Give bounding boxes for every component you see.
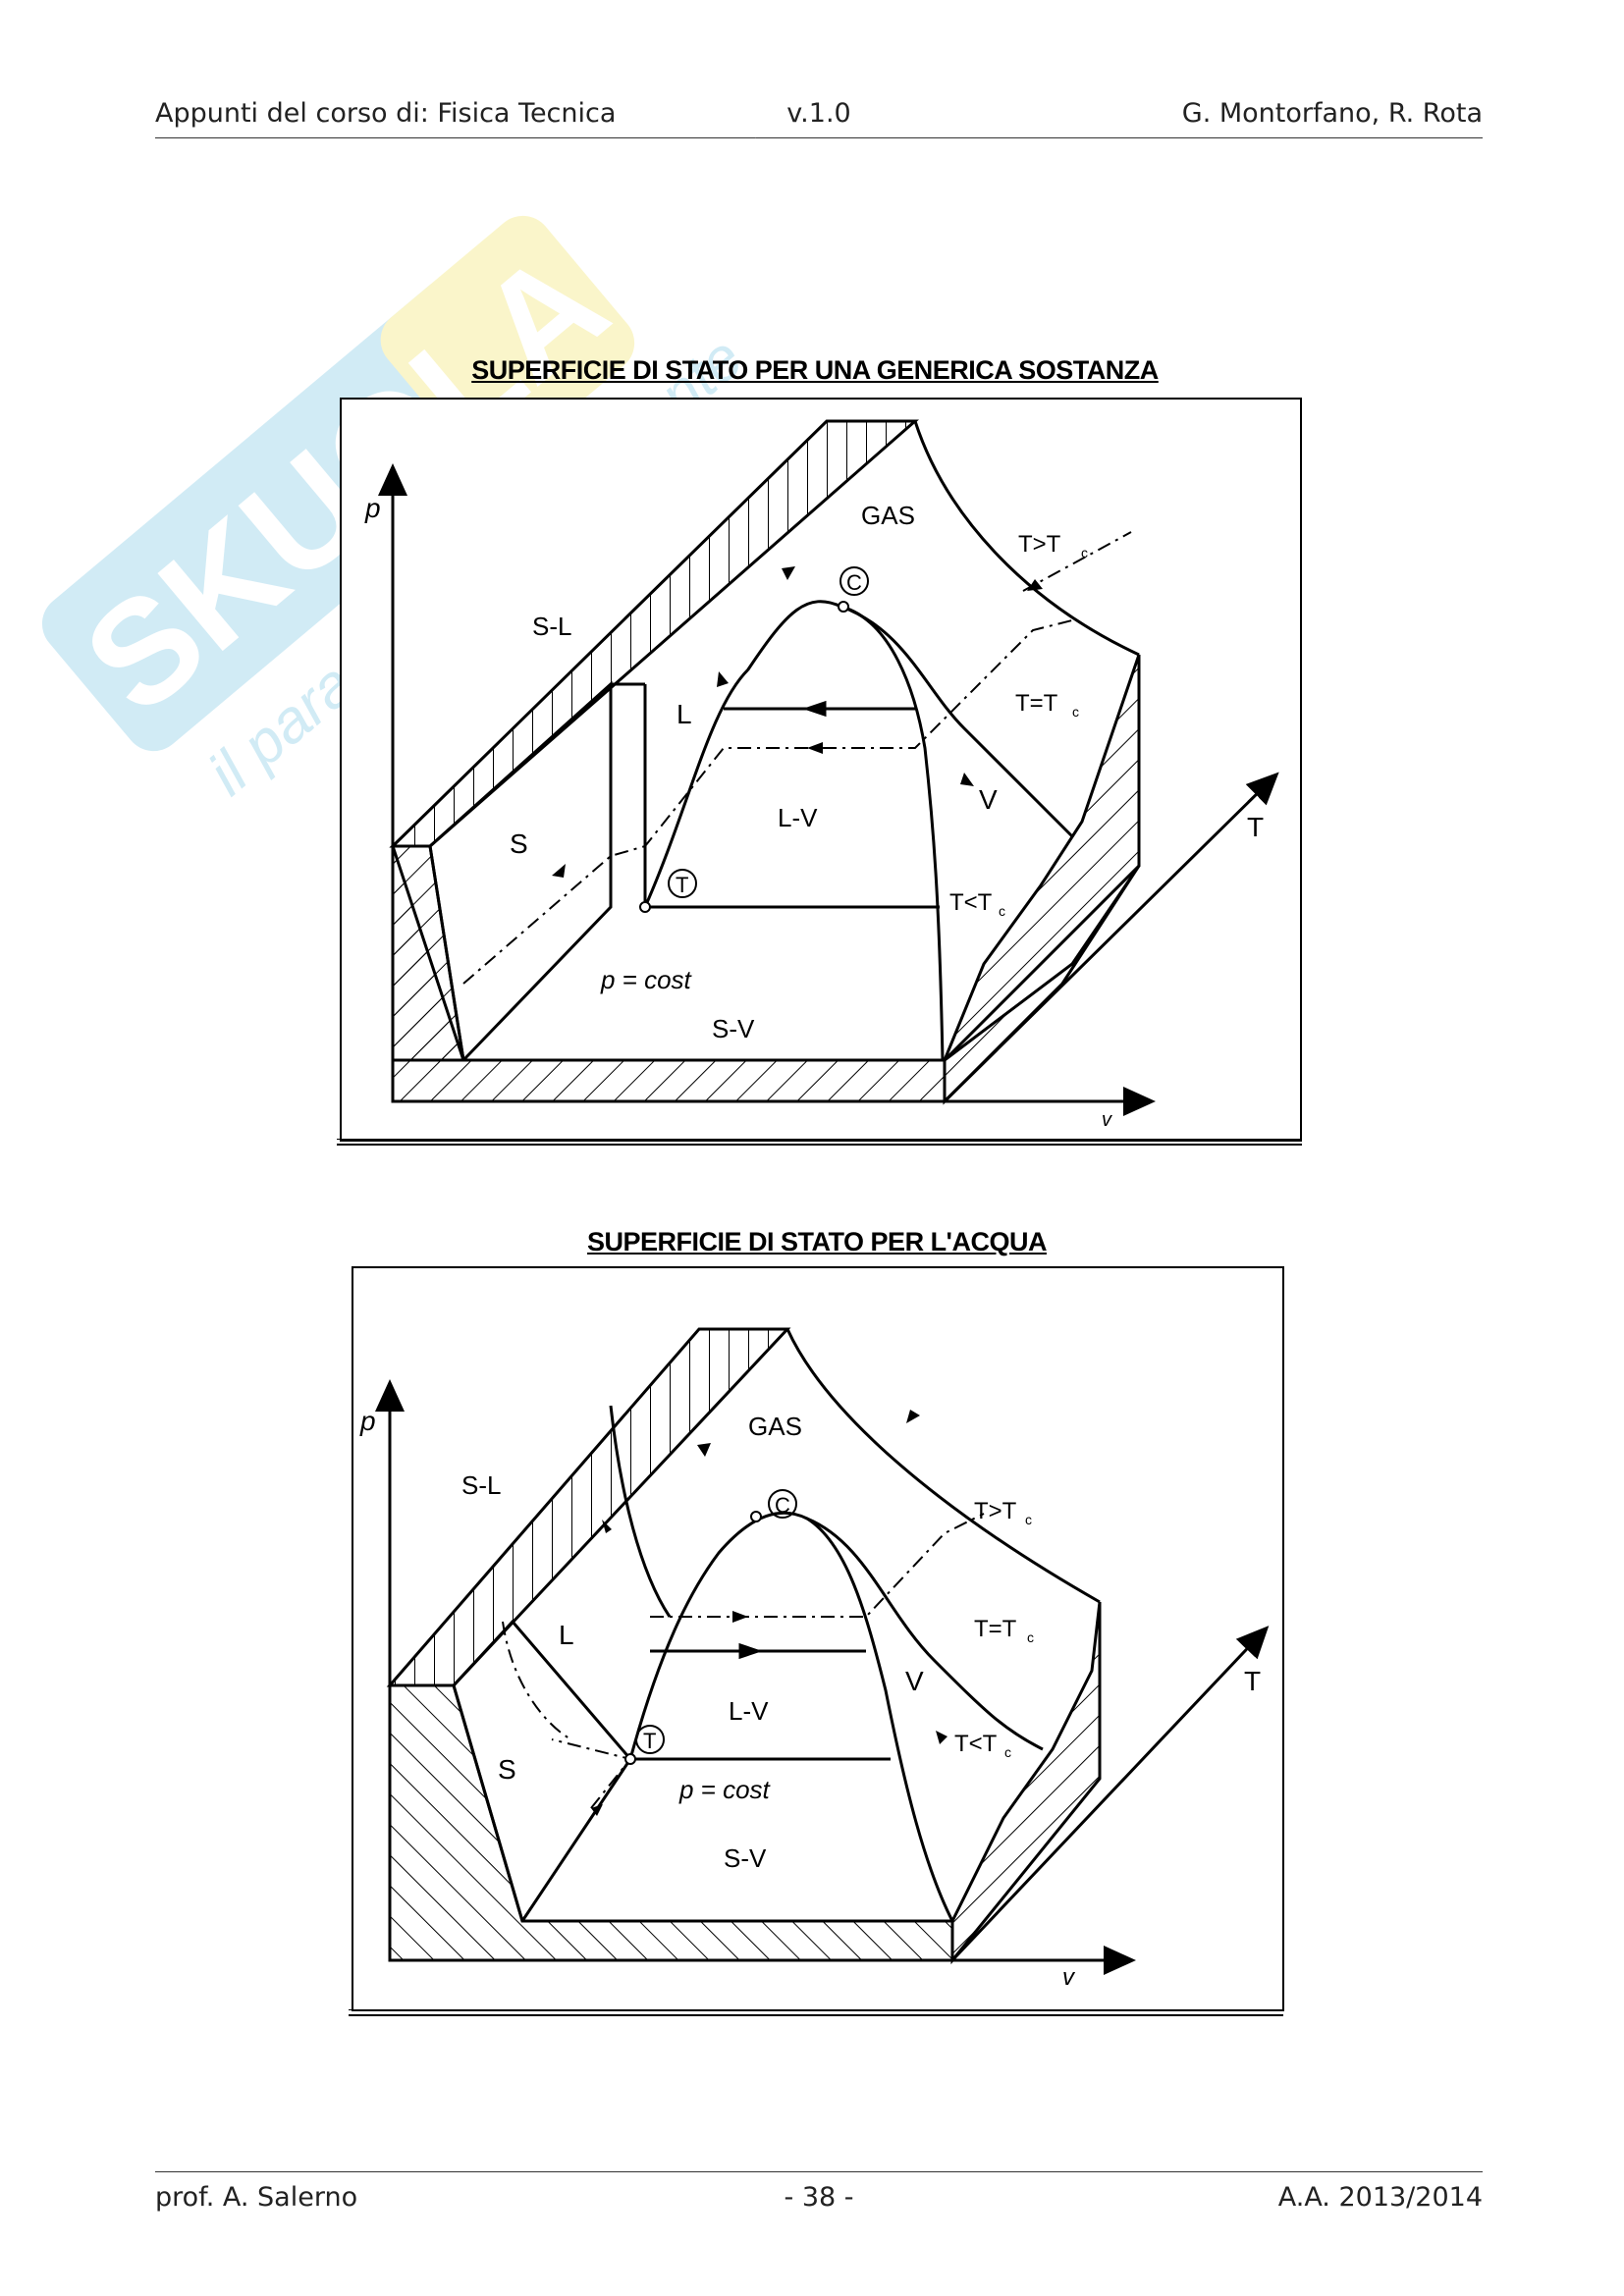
fig2-T-axis	[950, 1626, 1270, 1962]
svg-text:c: c	[1004, 1744, 1011, 1760]
fig1-triple-point	[639, 901, 651, 913]
footer-academic-year: A.A. 2013/2014	[1277, 2182, 1483, 2213]
fig2-saturation-dome	[628, 1511, 954, 1922]
fig2-label-sv: S-V	[724, 1843, 767, 1873]
footer-page-number: - 38 -	[784, 2182, 854, 2213]
fig2-label-teq: T=T	[974, 1616, 1017, 1642]
svg-text:c: c	[1081, 545, 1088, 561]
fig1-top-band	[389, 419, 919, 848]
svg-text:c: c	[1025, 1512, 1032, 1527]
fig2-isotherm-hot	[785, 1328, 1101, 1604]
header-course: Appunti del corso di: Fisica Tecnica	[155, 98, 617, 129]
fig2-label-l: L	[559, 1620, 574, 1650]
fig1-label-sv: S-V	[712, 1014, 755, 1043]
fig1-left-face	[391, 844, 465, 1062]
footer-professor: prof. A. Salerno	[155, 2182, 358, 2213]
fig2-p-const	[551, 1738, 632, 1809]
fig2-label-gas: GAS	[748, 1412, 802, 1441]
fig1-label-c: C	[846, 570, 862, 595]
fig2-label-tgt: T>T	[974, 1498, 1017, 1524]
figure2-title: SUPERFICIE DI STATO PER L'ACQUA	[587, 1227, 1047, 1256]
fig2-label-p: p	[359, 1406, 376, 1436]
figure2-rule	[349, 2009, 1283, 2016]
fig2-base-hatch	[388, 1683, 954, 1962]
fig2-label-lv: L-V	[729, 1696, 769, 1726]
figure2-diagram: p v T GAS S-L L L-V S S-V V C T p = cost…	[359, 1327, 1270, 1991]
fig2-critical-point	[750, 1511, 762, 1522]
fig1-label-s: S	[510, 828, 528, 859]
figure2-frame: p v T GAS S-L L L-V S S-V V C T p = cost…	[352, 1266, 1284, 2011]
fig2-label-c: C	[775, 1493, 790, 1518]
fig1-label-teq: T=T	[1015, 690, 1058, 717]
fig2-label-tp: T	[643, 1729, 656, 1753]
page-header: Appunti del corso di: Fisica Tecnica v.1…	[155, 98, 1483, 138]
fig1-label-lv: L-V	[778, 803, 818, 832]
fig2-right-face	[950, 1601, 1102, 1965]
fig1-label-pcost: p = cost	[600, 965, 693, 994]
figure1-title: SUPERFICIE DI STATO PER UNA GENERICA SOS…	[471, 355, 1159, 385]
fig2-label-vapour: V	[905, 1666, 924, 1696]
fig1-label-v: v	[1102, 1109, 1112, 1131]
svg-text:c: c	[1027, 1629, 1034, 1645]
fig2-label-T: T	[1244, 1666, 1261, 1696]
fig1-label-vapour: V	[979, 784, 998, 815]
page-footer: prof. A. Salerno - 38 - A.A. 2013/2014	[155, 2171, 1483, 2219]
fig1-label-l: L	[677, 699, 692, 729]
svg-text:c: c	[1072, 704, 1079, 720]
fig1-isotherm-hot	[913, 420, 1140, 657]
fig1-label-tp: T	[676, 873, 688, 897]
fig1-label-sl: S-L	[532, 612, 571, 641]
fig1-label-T: T	[1247, 812, 1264, 842]
header-authors: G. Montorfano, R. Rota	[1181, 98, 1483, 129]
fig1-label-tgt: T>T	[1018, 531, 1061, 558]
fig2-triple-point	[624, 1753, 636, 1765]
fig2-label-tlt: T<T	[954, 1731, 998, 1757]
svg-text:c: c	[999, 903, 1005, 919]
header-version: v.1.0	[786, 98, 851, 129]
fig2-label-pcost: p = cost	[678, 1775, 772, 1804]
fig2-top-band	[386, 1327, 791, 1687]
fig1-label-p: p	[364, 493, 381, 523]
figure1-diagram: p v T GAS S-L L L-V S S-V V C T p = cost…	[364, 419, 1279, 1131]
figure1-frame: p v T GAS S-L L L-V S S-V V C T p = cost…	[340, 398, 1302, 1142]
fig1-label-gas: GAS	[861, 501, 915, 530]
fig1-critical-point	[838, 601, 849, 613]
figure1-rule	[337, 1139, 1302, 1146]
fig2-label-s: S	[498, 1754, 516, 1785]
fig1-label-tlt: T<T	[949, 889, 993, 916]
fig1-p-const	[462, 619, 1073, 985]
fig2-label-sl: S-L	[461, 1470, 501, 1500]
fig2-label-v: v	[1062, 1964, 1076, 1991]
